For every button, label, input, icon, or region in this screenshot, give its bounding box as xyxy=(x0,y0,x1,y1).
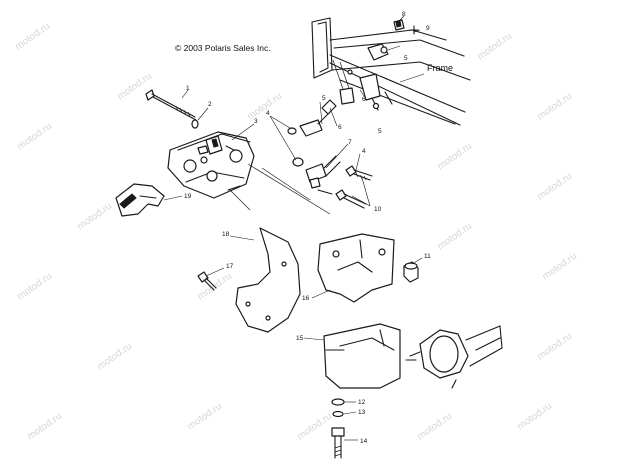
brake-disc-18 xyxy=(235,227,301,333)
callout-5: 5 xyxy=(322,95,326,102)
callout-6: 6 xyxy=(362,96,366,103)
callout-5: 5 xyxy=(404,55,408,62)
bolt-14-head xyxy=(331,427,345,437)
brake-caliper-3 xyxy=(167,131,255,199)
alignment-lines xyxy=(229,163,331,215)
fastener-stack xyxy=(331,398,345,459)
cable-clamp xyxy=(359,73,381,101)
bushing-11 xyxy=(403,261,419,283)
frame-label: Frame xyxy=(427,63,454,73)
watermark: motod.ru xyxy=(185,401,224,433)
watermark: motod.ru xyxy=(15,271,54,303)
watermark: motod.ru xyxy=(535,171,574,203)
bolt-1 xyxy=(145,89,197,121)
callout-17: 17 xyxy=(226,263,234,270)
callout-8: 8 xyxy=(402,11,406,18)
callout-4: 4 xyxy=(266,110,270,117)
leader-lines xyxy=(163,15,425,441)
watermark: motod.ru xyxy=(415,411,454,443)
callout-labels: 1 2 3 4 4 5 5 5 6 6 7 8 9 10 11 12 13 14… xyxy=(184,11,431,445)
caliper-bracket-16 xyxy=(317,233,395,303)
watermark: motod.ru xyxy=(435,221,474,253)
bolt-17 xyxy=(197,271,217,291)
watermark: motod.ru xyxy=(75,201,114,233)
callout-11: 11 xyxy=(424,253,431,260)
axle-assembly xyxy=(405,325,503,389)
copyright-notice: © 2003 Polaris Sales Inc. xyxy=(175,43,271,53)
washer-2 xyxy=(191,119,199,129)
washer-12 xyxy=(331,398,345,406)
callout-15: 15 xyxy=(296,335,304,342)
mount-block-15 xyxy=(323,323,401,389)
watermark: motod.ru xyxy=(535,331,574,363)
callout-6: 6 xyxy=(338,124,342,131)
callout-3: 3 xyxy=(254,118,258,125)
watermark: motod.ru xyxy=(13,21,52,53)
bolts-10 xyxy=(335,165,373,209)
callout-4: 4 xyxy=(362,148,366,155)
watermark: motod.ru xyxy=(535,91,574,123)
brake-pad-19 xyxy=(115,183,165,217)
brake-line-assembly xyxy=(287,99,341,195)
callout-16: 16 xyxy=(302,295,310,302)
callout-9: 9 xyxy=(426,25,430,32)
callout-7: 7 xyxy=(348,139,352,146)
callout-19: 19 xyxy=(184,193,192,200)
callout-12: 12 xyxy=(358,399,366,406)
watermark: motod.ru xyxy=(95,341,134,373)
watermark: motod.ru xyxy=(540,251,579,283)
watermark: motod.ru xyxy=(475,31,514,63)
watermark: motod.ru xyxy=(245,91,284,123)
callout-1: 1 xyxy=(186,85,190,92)
watermark: motod.ru xyxy=(25,411,64,443)
watermark: motod.ru xyxy=(295,411,334,443)
watermark: motod.ru xyxy=(515,401,554,433)
callout-2: 2 xyxy=(208,101,212,108)
nut-13 xyxy=(332,410,344,418)
callout-5: 5 xyxy=(378,128,382,135)
watermark-layer: motod.ru motod.ru motod.ru motod.ru moto… xyxy=(13,21,579,443)
callout-14: 14 xyxy=(360,438,368,445)
callout-18: 18 xyxy=(222,231,230,238)
watermark: motod.ru xyxy=(435,141,474,173)
watermark: motod.ru xyxy=(15,121,54,153)
callout-13: 13 xyxy=(358,409,366,416)
frame-assembly xyxy=(311,17,471,126)
callout-10: 10 xyxy=(374,206,382,213)
